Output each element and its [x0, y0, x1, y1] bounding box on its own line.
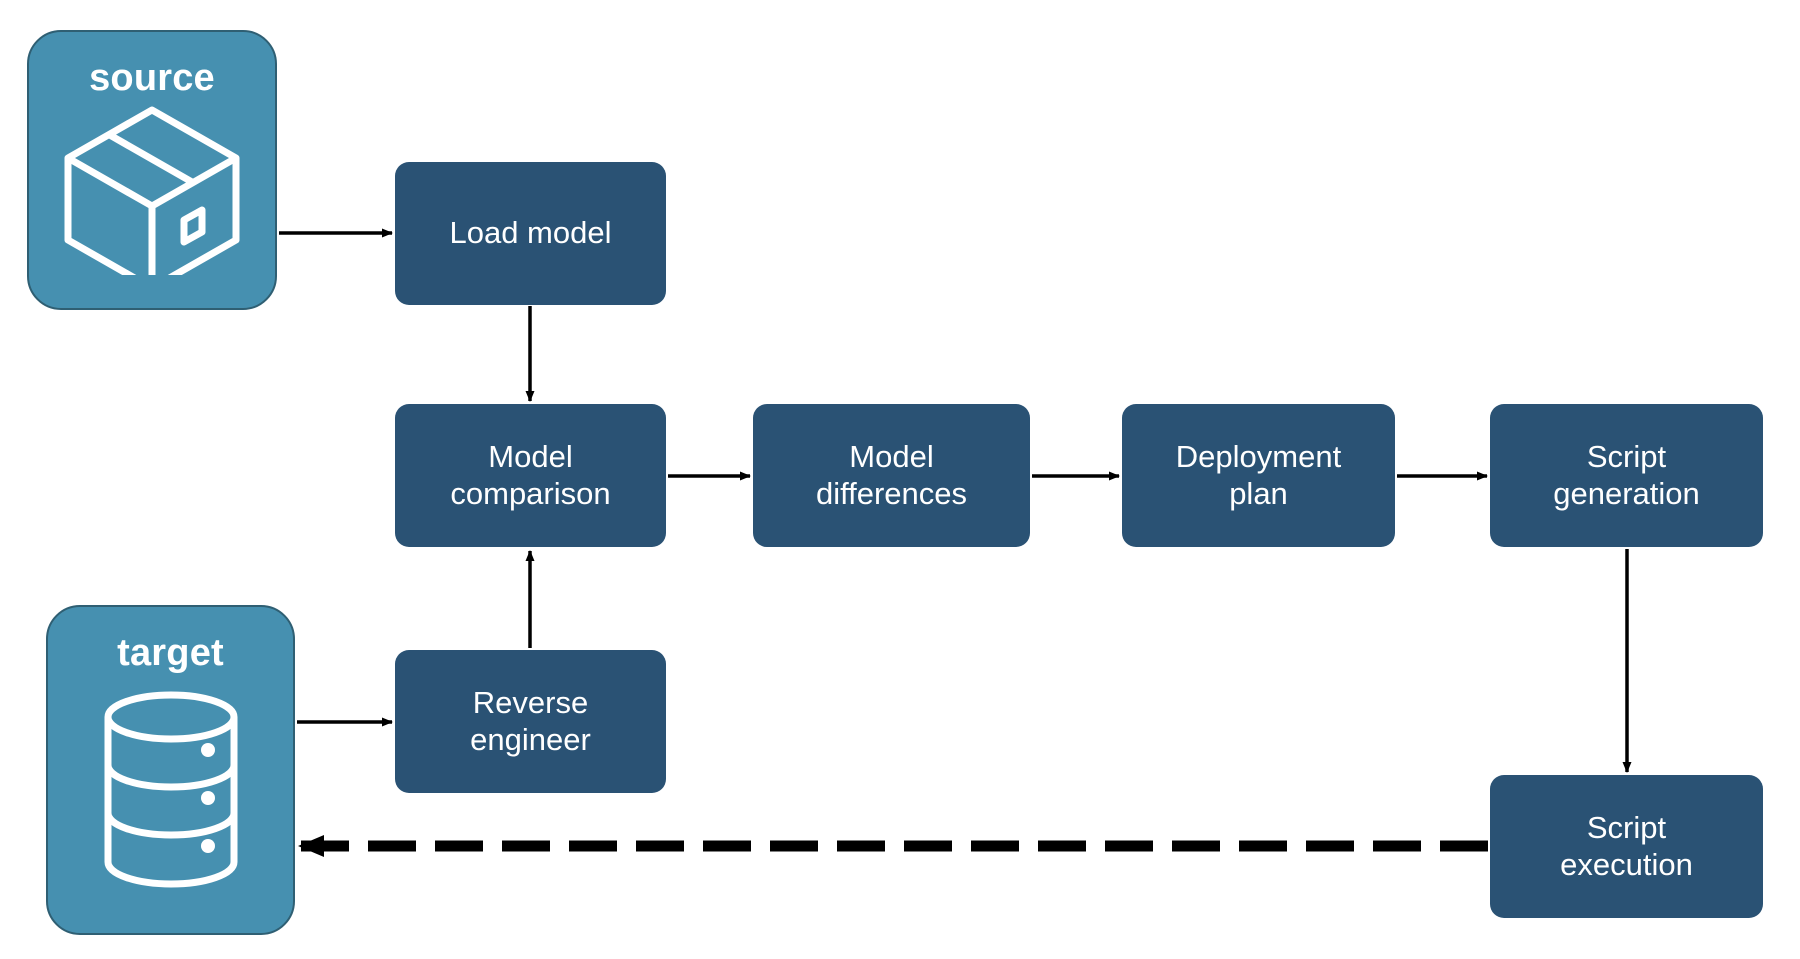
- process-script-execution[interactable]: Script execution: [1490, 775, 1763, 918]
- process-model-differences[interactable]: Model differences: [753, 404, 1030, 547]
- process-model-comparison-label: Model comparison: [450, 438, 611, 511]
- process-model-comparison[interactable]: Model comparison: [395, 404, 666, 547]
- endpoint-target[interactable]: target: [46, 605, 295, 935]
- process-script-generation[interactable]: Script generation: [1490, 404, 1763, 547]
- database-cylinder-icon: [91, 687, 251, 897]
- process-deployment-plan[interactable]: Deployment plan: [1122, 404, 1395, 547]
- endpoint-source-label: source: [89, 57, 215, 99]
- process-reverse-engineer-label: Reverse engineer: [470, 684, 591, 757]
- process-script-generation-label: Script generation: [1553, 438, 1700, 511]
- endpoint-source[interactable]: source: [27, 30, 277, 310]
- package-box-icon: [60, 100, 245, 292]
- endpoint-target-label: target: [117, 632, 224, 674]
- process-reverse-engineer[interactable]: Reverse engineer: [395, 650, 666, 793]
- process-load-model-label: Load model: [449, 215, 612, 251]
- process-load-model[interactable]: Load model: [395, 162, 666, 305]
- process-deployment-plan-label: Deployment plan: [1175, 438, 1342, 511]
- process-model-differences-label: Model differences: [815, 438, 968, 511]
- process-script-execution-label: Script execution: [1560, 809, 1693, 882]
